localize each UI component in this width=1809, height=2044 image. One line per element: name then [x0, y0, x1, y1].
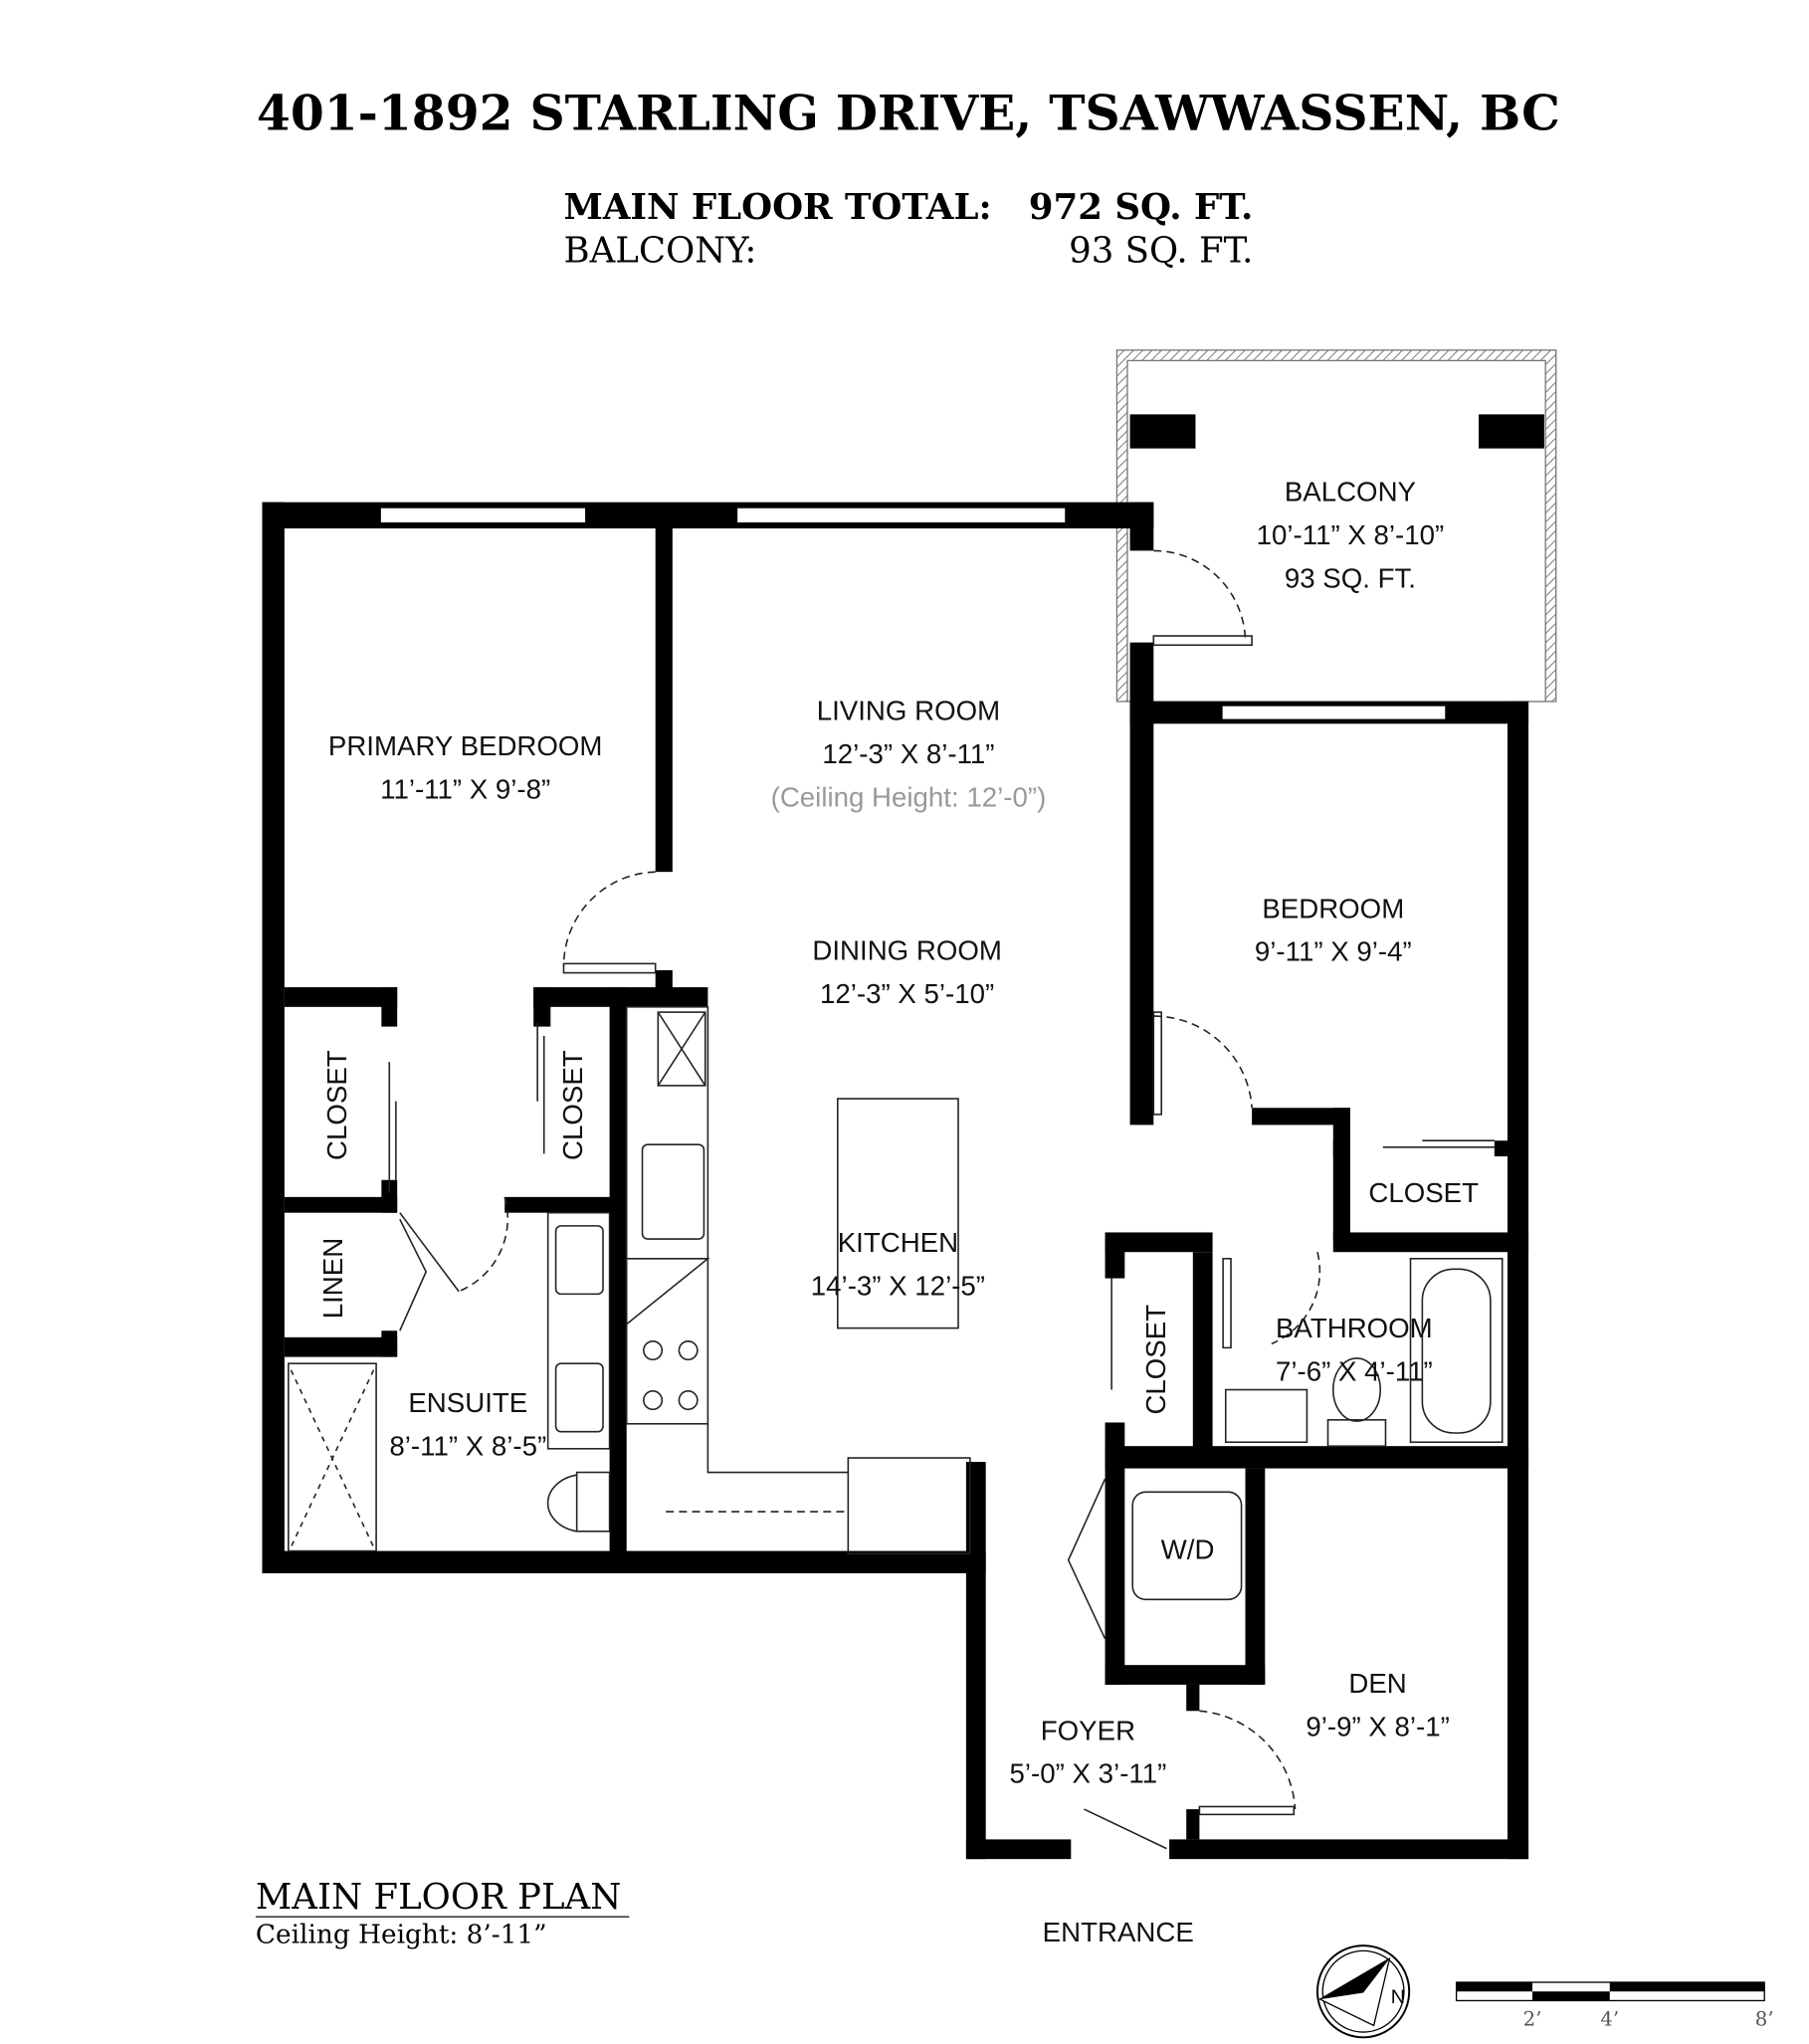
svg-text:8’-11” X 8’-5”: 8’-11” X 8’-5” — [389, 1430, 546, 1461]
ceiling-height: Ceiling Height: 8’-11” — [256, 1920, 547, 1949]
svg-text:BATHROOM: BATHROOM — [1276, 1313, 1433, 1343]
svg-text:93 SQ. FT.: 93 SQ. FT. — [1285, 562, 1416, 593]
svg-text:LIVING ROOM: LIVING ROOM — [817, 695, 1000, 725]
svg-text:4’: 4’ — [1600, 2007, 1619, 2030]
main-total-value: 972 SQ. FT. — [1029, 187, 1254, 228]
scale-bar: 2’ 4’ 8’ — [1455, 1981, 1774, 2030]
room-balcony: BALCONY 10’-11” X 8’-10” 93 SQ. FT. — [1257, 476, 1445, 593]
closet-label: CLOSET — [557, 1050, 588, 1160]
plan-title: MAIN FLOOR PLAN — [256, 1877, 621, 1918]
svg-text:12’-3” X 8’-11”: 12’-3” X 8’-11” — [822, 738, 994, 769]
svg-text:ENSUITE: ENSUITE — [408, 1387, 527, 1418]
doors — [388, 549, 1495, 1850]
svg-text:8’: 8’ — [1755, 2007, 1774, 2030]
washer-dryer-label: W/D — [1161, 1533, 1215, 1564]
closet-label: CLOSET — [1368, 1177, 1479, 1208]
svg-text:2’: 2’ — [1523, 2007, 1542, 2030]
svg-text:12’-3” X 5’-10”: 12’-3” X 5’-10” — [820, 978, 994, 1009]
balcony-area-value: 93 SQ. FT. — [1069, 231, 1253, 272]
walls — [262, 502, 1529, 1860]
room-bedroom: BEDROOM 9’-11” X 9’-4” — [1255, 893, 1412, 966]
closet-label: CLOSET — [1140, 1305, 1171, 1415]
room-foyer: FOYER 5’-0” X 3’-11” — [1010, 1715, 1167, 1788]
svg-text:FOYER: FOYER — [1041, 1715, 1135, 1745]
svg-text:PRIMARY BEDROOM: PRIMARY BEDROOM — [328, 730, 603, 761]
svg-text:(Ceiling Height: 12’-0”): (Ceiling Height: 12’-0”) — [771, 781, 1047, 812]
svg-text:9’-11” X 9’-4”: 9’-11” X 9’-4” — [1255, 936, 1412, 967]
main-total-label: MAIN FLOOR TOTAL: — [563, 187, 991, 228]
linen-label: LINEN — [317, 1238, 348, 1319]
closet-label: CLOSET — [321, 1050, 352, 1160]
room-bathroom: BATHROOM 7’-6” X 4’-11” — [1276, 1313, 1433, 1386]
balcony-area-label: BALCONY: — [563, 231, 756, 272]
svg-text:N: N — [1391, 1986, 1405, 2008]
svg-text:BEDROOM: BEDROOM — [1262, 893, 1404, 923]
room-dining: DINING ROOM 12’-3” X 5’-10” — [812, 934, 1002, 1008]
svg-text:9’-9” X 8’-1”: 9’-9” X 8’-1” — [1306, 1711, 1449, 1741]
address-title: 401-1892 STARLING DRIVE, TSAWWASSEN, BC — [257, 86, 1560, 142]
room-ensuite: ENSUITE 8’-11” X 8’-5” — [389, 1387, 546, 1461]
svg-text:DEN: DEN — [1348, 1668, 1406, 1699]
svg-text:KITCHEN: KITCHEN — [838, 1227, 958, 1258]
svg-text:DINING ROOM: DINING ROOM — [812, 934, 1002, 965]
room-den: DEN 9’-9” X 8’-1” — [1306, 1668, 1449, 1741]
svg-text:BALCONY: BALCONY — [1285, 476, 1416, 507]
room-kitchen: KITCHEN 14’-3” X 12’-5” — [811, 1227, 985, 1301]
svg-text:7’-6” X 4’-11”: 7’-6” X 4’-11” — [1276, 1355, 1433, 1386]
svg-text:10’-11” X 8’-10”: 10’-11” X 8’-10” — [1257, 519, 1445, 550]
svg-text:5’-0” X 3’-11”: 5’-0” X 3’-11” — [1010, 1758, 1167, 1789]
svg-text:11’-11” X 9’-8”: 11’-11” X 9’-8” — [380, 773, 550, 804]
room-primary-bedroom: PRIMARY BEDROOM 11’-11” X 9’-8” — [328, 730, 603, 804]
entrance-label: ENTRANCE — [1043, 1917, 1194, 1947]
svg-text:14’-3” X 12’-5”: 14’-3” X 12’-5” — [811, 1271, 985, 1302]
compass-icon: N — [1315, 1944, 1411, 2039]
room-living: LIVING ROOM 12’-3” X 8’-11” (Ceiling Hei… — [771, 695, 1047, 812]
fixtures — [288, 1006, 1504, 1601]
